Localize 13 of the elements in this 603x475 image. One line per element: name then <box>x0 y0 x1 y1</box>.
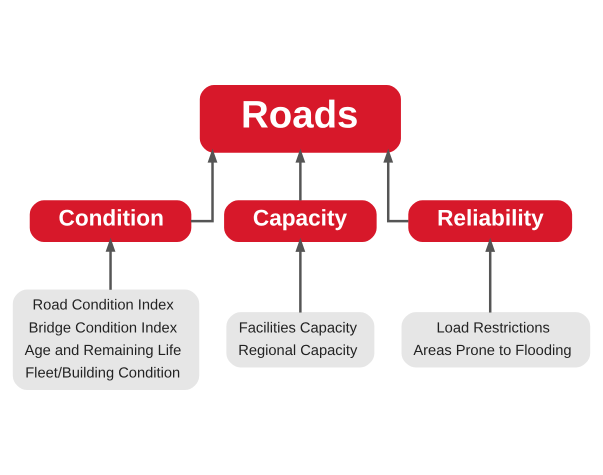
node-box: Capacity <box>224 200 377 242</box>
arrow <box>106 238 116 290</box>
arrow <box>295 148 306 200</box>
node-box: Roads <box>200 84 401 153</box>
node-box: Road Condition Index Bridge Condition Index Age and Remaining Life Fleet/Building Condition <box>12 289 200 390</box>
node-box: Load Restrictions Areas Prone to Flooding <box>402 312 590 368</box>
arrow <box>383 148 408 222</box>
arrow <box>485 238 496 313</box>
arrow <box>295 238 306 313</box>
arrow <box>190 148 218 222</box>
node-box: Condition <box>30 200 192 242</box>
node-box: Facilities Capacity Regional Capacity <box>226 312 374 368</box>
node-box: Reliability <box>408 200 572 242</box>
